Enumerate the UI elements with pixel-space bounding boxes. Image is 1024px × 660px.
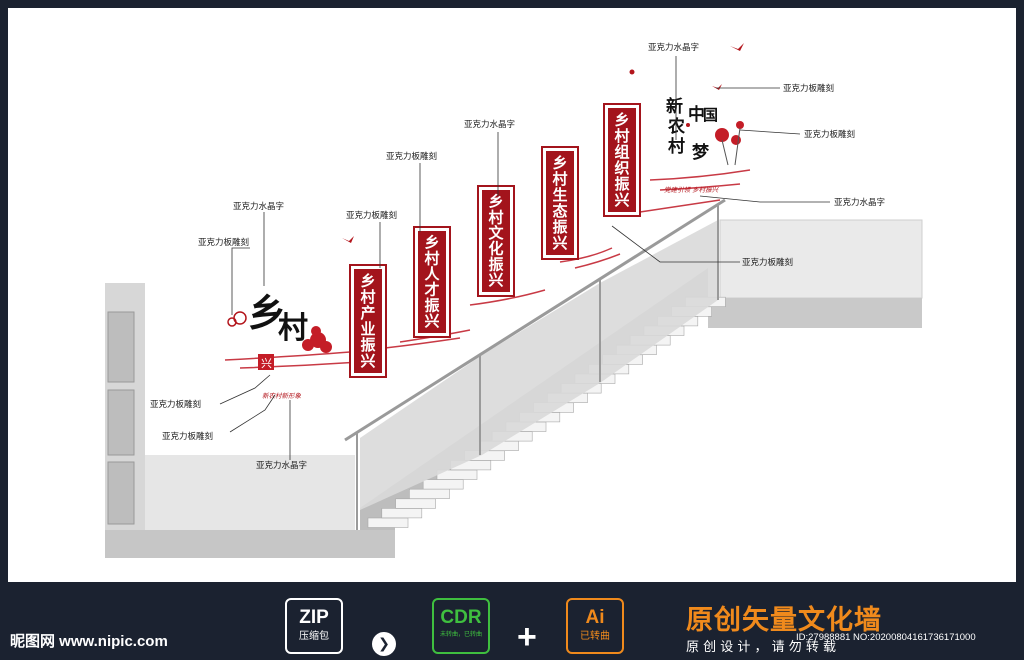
stair-step — [409, 488, 450, 500]
lower-floor-base — [105, 530, 395, 558]
label-l7: 亚克力板雕刻 — [386, 151, 437, 162]
label-l10: 亚克力板雕刻 — [198, 237, 249, 248]
left-small-slogan: 新农村新形象 — [262, 392, 302, 400]
red-ribbon-lines — [224, 169, 751, 369]
zip-badge-title: ZIP — [299, 607, 329, 628]
plaque-label: 乡村产业振兴 — [360, 272, 375, 370]
label-l4: 亚克力水晶字 — [834, 197, 885, 208]
ai-badge-title: Ai — [585, 607, 605, 628]
door-panel-2 — [107, 389, 135, 456]
lotus-icon — [302, 326, 332, 353]
label-l1: 亚克力水晶字 — [648, 42, 699, 53]
bird-icon — [712, 84, 722, 90]
seal-icon — [258, 354, 274, 370]
plaque-panel — [354, 269, 382, 373]
plaque-panel — [482, 190, 510, 292]
plaque-2: 乡村人才振兴 — [413, 226, 451, 338]
plaque-label: 乡村人才振兴 — [424, 234, 440, 330]
stair-step — [422, 479, 464, 490]
stair-step — [395, 498, 436, 509]
cloud-icon — [227, 311, 247, 327]
door-panel-3 — [107, 461, 135, 525]
label-l2: 亚克力板雕刻 — [783, 83, 834, 94]
plaque-panel — [608, 108, 636, 212]
right-title-char-3: 村 — [668, 136, 685, 157]
petal-icon — [686, 123, 690, 127]
left-title-char-2: 村 — [278, 311, 308, 346]
plaque-1: 乡村产业振兴 — [349, 264, 387, 378]
glass-panel-2 — [482, 283, 600, 455]
arrow-icon: ❯ — [372, 632, 396, 656]
handrail — [344, 198, 726, 442]
plaque-3: 乡村文化振兴 — [477, 185, 515, 297]
bird-icon — [730, 43, 744, 51]
plaque-label: 乡村组织振兴 — [614, 111, 629, 209]
label-l3: 亚克力板雕刻 — [804, 129, 855, 140]
label-l13: 亚克力水晶字 — [256, 460, 307, 471]
leader-lines — [219, 56, 830, 460]
plus-sign: + — [517, 618, 537, 656]
petal-icon — [629, 69, 635, 75]
zip-badge: ZIP 压缩包 — [285, 598, 343, 654]
label-l8: 亚克力板雕刻 — [346, 210, 397, 221]
stair-step — [381, 508, 423, 519]
footer-bar — [0, 584, 1024, 660]
bird-icon — [342, 236, 354, 243]
glass-panel-3 — [600, 220, 718, 383]
footer-title: 原创矢量文化墙 — [686, 605, 882, 636]
plaque-panel — [546, 151, 574, 255]
left-title-char-3: 振 — [260, 341, 271, 355]
footer-id: ID:27988881 NO:20200804161736171000 — [796, 632, 976, 643]
upper-floor-wall — [719, 219, 923, 299]
lotus-stem-icon — [721, 127, 741, 166]
right-title-char-6: 梦 — [692, 142, 710, 163]
zip-badge-subtitle: 压缩包 — [299, 631, 329, 642]
left-title-char-1: 乡 — [248, 290, 286, 335]
footer-subtitle: 原 创 设 计 ， 请 勿 转 载 — [686, 640, 837, 655]
cdr-badge-title: CDR — [440, 607, 482, 628]
plaque-panel — [418, 231, 446, 333]
upper-floor-slab — [708, 298, 922, 328]
plaque-5: 乡村组织振兴 — [603, 103, 641, 217]
ai-badge: Ai 已转曲 — [566, 598, 624, 654]
label-l5: 亚克力板雕刻 — [742, 257, 793, 268]
lower-floor — [145, 455, 355, 530]
label-l12: 亚克力板雕刻 — [162, 431, 213, 442]
plaque-label: 乡村文化振兴 — [488, 193, 504, 289]
watermark: 昵图网 www.nipic.com — [10, 633, 168, 650]
label-l6: 亚克力水晶字 — [464, 119, 515, 130]
right-title-char-4: 中 — [688, 104, 705, 125]
door-panel-1 — [107, 311, 135, 383]
left-title-char-4: 兴 — [261, 357, 272, 370]
glass-panel-1 — [360, 355, 482, 510]
label-l11: 亚克力板雕刻 — [150, 399, 201, 410]
ai-badge-subtitle: 已转曲 — [580, 631, 610, 642]
cdr-badge: CDR 未转曲，已转曲 — [432, 598, 490, 654]
cdr-badge-subtitle: 未转曲，已转曲 — [439, 632, 482, 638]
stair-step — [367, 517, 409, 528]
label-l9: 亚克力水晶字 — [233, 201, 284, 212]
right-title-char-1: 新 — [666, 96, 683, 117]
right-small-slogan: 党建引领 乡村振兴 — [664, 186, 720, 194]
right-title-char-5: 国 — [703, 106, 718, 124]
plaque-4: 乡村生态振兴 — [541, 146, 579, 260]
plaque-label: 乡村生态振兴 — [552, 154, 567, 252]
